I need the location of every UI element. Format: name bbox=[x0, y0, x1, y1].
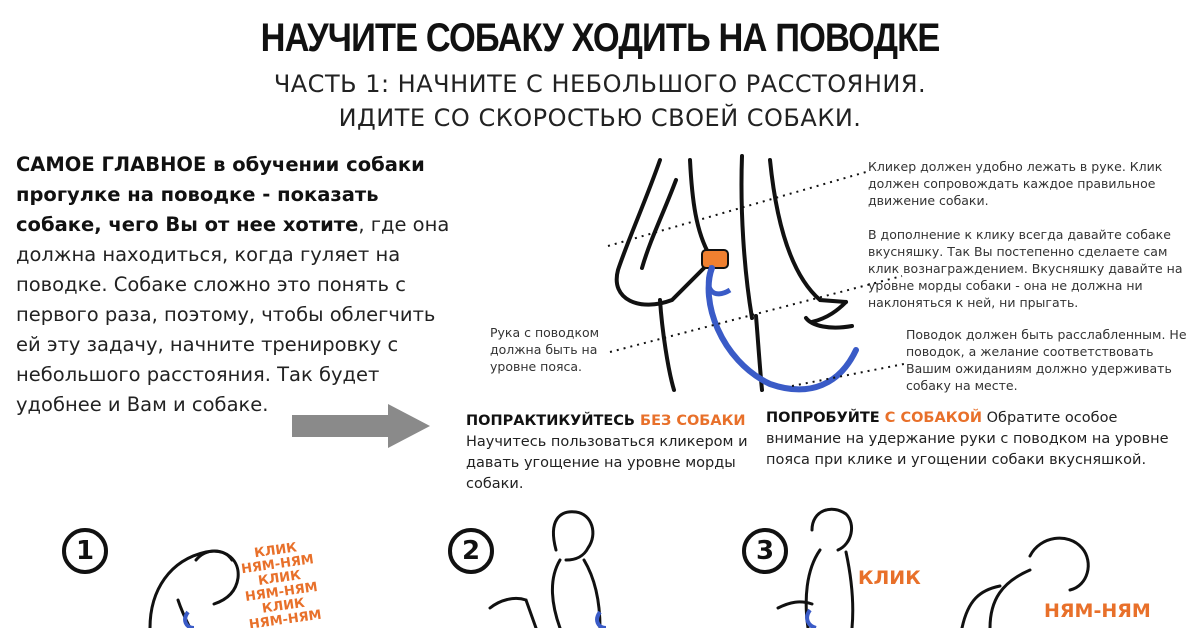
step-number-2: 2 bbox=[448, 528, 494, 574]
subtitle-speed: ИДИТЕ СО СКОРОСТЬЮ СВОЕЙ СОБАКИ. bbox=[338, 104, 862, 132]
practice-without-heading: ПОПРАКТИКУЙТЕСЬ bbox=[466, 413, 641, 429]
intro-bold: САМОЕ ГЛАВНОЕ в обучении собаки прогулке… bbox=[16, 153, 425, 236]
practice-with-heading: ПОПРОБУЙТЕ bbox=[766, 410, 885, 426]
practice-without-dog: ПОПРАКТИКУЙТЕСЬ БЕЗ СОБАКИ Научитесь пол… bbox=[466, 411, 766, 495]
leash-small-icon bbox=[805, 608, 817, 628]
guide-lines bbox=[607, 171, 905, 387]
practice-with-dog: ПОПРОБУЙТЕ С СОБАКОЙ Обратите особое вни… bbox=[766, 408, 1186, 471]
arrow-right-icon bbox=[292, 404, 430, 448]
note-clicker: Кликер должен удобно лежать в руке. Клик… bbox=[868, 159, 1163, 208]
practice-with-text: Обратите особое внимание на удержание ру… bbox=[766, 410, 1169, 468]
practice-without-accent: БЕЗ СОБАКИ bbox=[640, 413, 746, 429]
subtitle-part-1: ЧАСТЬ 1: НАЧНИТЕ С НЕБОЛЬШОГО РАССТОЯНИЯ… bbox=[273, 70, 927, 98]
intro-text: , где она должна находиться, когда гуляе… bbox=[16, 213, 450, 416]
note-hand: Рука с поводком должна быть на уровне по… bbox=[490, 325, 600, 374]
clicker-icon bbox=[701, 249, 729, 269]
nyam-sound-step3: НЯМ-НЯМ bbox=[1044, 600, 1151, 622]
leash-icon bbox=[705, 265, 859, 393]
practice-with-accent: С СОБАКОЙ bbox=[884, 410, 983, 426]
step-number-1: 1 bbox=[62, 528, 108, 574]
leash-small-icon bbox=[183, 610, 195, 628]
click-sounds-stack: КЛИК НЯМ-НЯМ КЛИК НЯМ-НЯМ КЛИК НЯМ-НЯМ bbox=[239, 539, 322, 628]
leash-small-icon bbox=[595, 610, 607, 628]
note-treat: В дополнение к клику всегда давайте соба… bbox=[868, 227, 1183, 310]
person-figure bbox=[614, 154, 854, 392]
page-title: НАУЧИТЕ СОБАКУ ХОДИТЬ НА ПОВОДКЕ bbox=[260, 16, 941, 60]
note-leash: Поводок должен быть расслабленным. Не по… bbox=[906, 327, 1187, 393]
step-number-3: 3 bbox=[742, 528, 788, 574]
intro-paragraph: САМОЕ ГЛАВНОЕ в обучении собаки прогулке… bbox=[16, 150, 466, 420]
click-sound-step3: КЛИК bbox=[858, 567, 921, 589]
practice-without-text: Научитесь пользоваться кликером и давать… bbox=[466, 434, 748, 492]
